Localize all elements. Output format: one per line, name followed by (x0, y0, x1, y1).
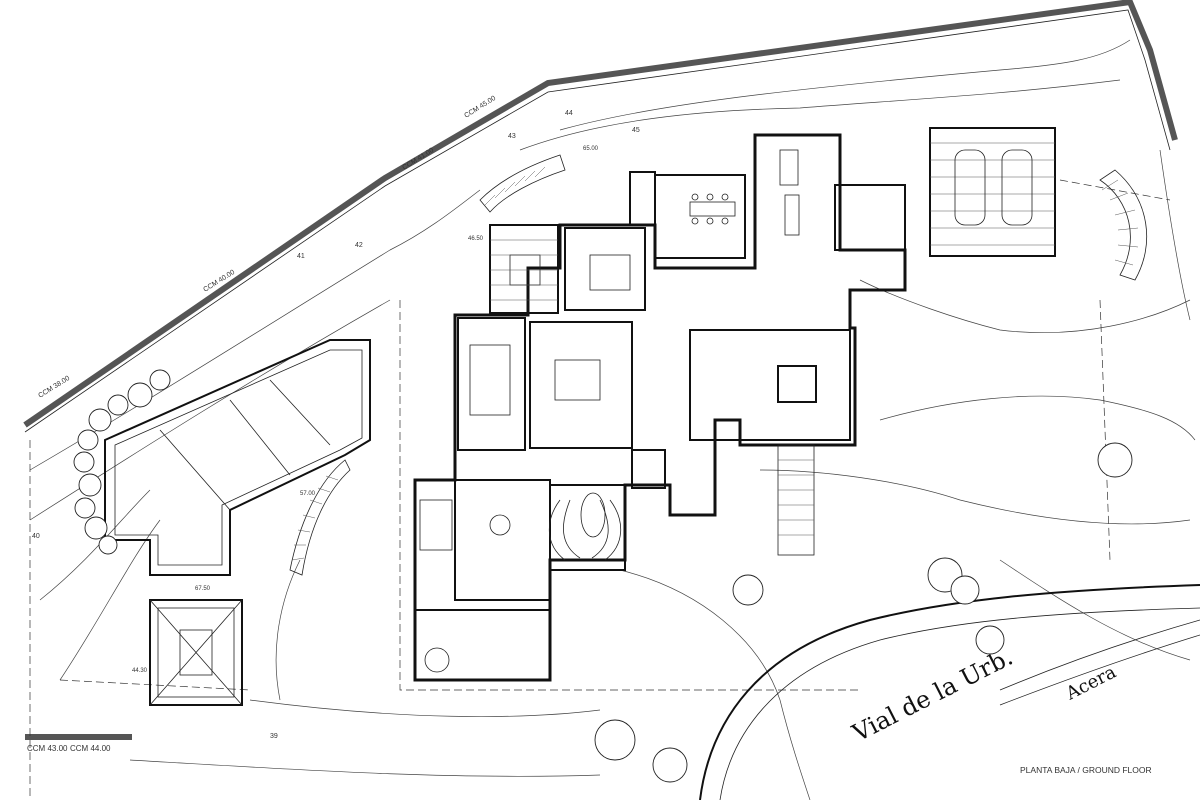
contour-number: 45 (632, 127, 640, 134)
spot-level: 46.50 (468, 236, 484, 242)
setback-lines (29, 179, 1171, 800)
side-stair (1099, 169, 1148, 281)
boundary-label: CCM 43.00 (27, 744, 68, 753)
contour-number: 43 (508, 133, 516, 140)
drawing-title: PLANTA BAJA / GROUND FLOOR (1020, 765, 1152, 775)
sidewalk-label: Acera (1062, 662, 1120, 705)
main-stair (548, 499, 622, 561)
contour-number: 44 (565, 110, 573, 117)
road-label: Vial de la Urb. (847, 643, 1017, 748)
boundary-label: CCM 41.00 (401, 147, 435, 172)
swimming-pool (104, 339, 371, 576)
contour-number: 40 (32, 533, 40, 540)
spot-level: 67.50 (195, 586, 211, 592)
spot-level: 57.00 (300, 491, 316, 497)
spot-level: 65.00 (583, 146, 599, 152)
garage (929, 127, 1056, 257)
road-curb (699, 584, 1200, 800)
contour-number: 41 (297, 253, 305, 260)
garden-stairs (289, 154, 566, 576)
road-trees (594, 442, 1133, 783)
furniture (419, 149, 800, 673)
contour-number: 39 (270, 733, 278, 740)
property-boundary (23, 0, 1178, 428)
pergola (149, 599, 243, 706)
house-walls (413, 133, 907, 682)
spot-level: 44.30 (132, 668, 148, 674)
contour-number: 42 (355, 242, 363, 249)
boundary-label: CCM 44.00 (70, 744, 111, 753)
entrance-path (777, 444, 815, 556)
shrub-cluster (73, 369, 171, 555)
terrace-pergola (489, 224, 559, 314)
property-boundary-inner (24, 9, 1171, 433)
terrain-contours (29, 39, 1196, 800)
